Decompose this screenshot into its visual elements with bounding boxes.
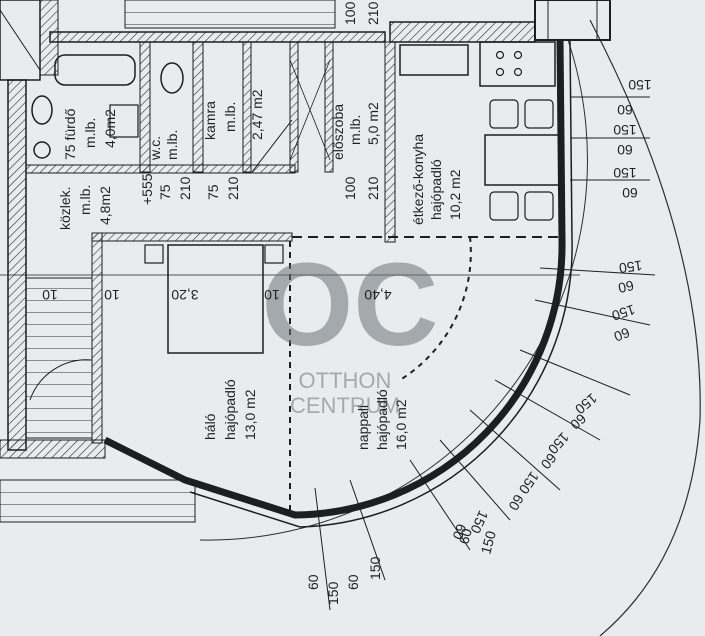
dim-gap-a: 10	[104, 287, 120, 303]
dim-right-6: 60	[622, 185, 638, 201]
dim-curve1-4: 60	[611, 324, 632, 345]
top-steps	[124, 0, 336, 29]
bed	[167, 244, 264, 354]
dim-right-1: 150	[628, 77, 652, 93]
dining-table	[484, 134, 561, 186]
toilet-wc	[160, 62, 184, 94]
dim-curve3-4: 60	[449, 522, 469, 542]
dim-kamra-w: 75	[205, 184, 221, 200]
dim-kamra-h: 210	[225, 176, 241, 200]
room-kamra-2: m.lb.	[222, 102, 238, 132]
curved-outer-wall	[103, 39, 566, 519]
chair-2	[524, 99, 554, 129]
top-right-block	[534, 0, 611, 41]
dim-halo-w: 3,20	[171, 287, 198, 303]
room-furdo-2: m.lb.	[82, 118, 98, 148]
room-nappali-2: hajópadló	[374, 389, 390, 450]
wall-elo-left	[289, 41, 299, 173]
dim-elo-w: 100	[342, 176, 358, 200]
dim-mark-555: +555	[139, 173, 155, 205]
top-wall	[49, 31, 386, 43]
dim-bottom2-1: 60	[455, 526, 475, 545]
room-furdo-3: 4,0m2	[102, 109, 118, 148]
room-kozlek-2: m.lb.	[77, 185, 93, 215]
room-wc-1: w.c.	[147, 136, 163, 161]
room-nappali-1: nappali	[355, 405, 371, 450]
dim-bottom-2: 150	[325, 581, 341, 605]
wall-elo-right	[324, 41, 334, 173]
wall-kitchen-left	[384, 41, 396, 243]
stove	[479, 41, 556, 87]
nightstand-1	[144, 244, 164, 264]
watermark: OC OTTHON CENTRUM	[262, 239, 439, 418]
dim-curve1-3: 150	[610, 302, 637, 325]
shower	[109, 104, 139, 138]
outer-arc	[589, 19, 701, 636]
dim-top-w: 100	[342, 1, 358, 25]
room-halo-3: 13,0 m2	[242, 389, 258, 440]
bathtub	[54, 54, 136, 86]
room-elo-2: m.lb.	[347, 115, 363, 145]
room-kamra-3: 2,47 m2	[249, 89, 265, 140]
kitchen-counter	[399, 44, 469, 76]
wall-wc-bottom	[149, 164, 296, 174]
wall-furdo-bottom	[25, 164, 151, 174]
left-top-room	[0, 0, 41, 81]
curved-outer-wall-line	[189, 39, 573, 528]
dim-curve3-2: 60	[505, 492, 527, 514]
dim-curve1-2: 60	[617, 277, 636, 296]
watermark-monogram: OC	[262, 239, 439, 371]
watermark-line1: OTTHON	[299, 368, 392, 393]
dim-bottom-1: 60	[305, 574, 321, 590]
dim-bottom-3: 60	[345, 574, 361, 590]
room-etkezo-1: étkező-konyha	[410, 134, 426, 225]
dim-bottom2-2: 150	[477, 529, 499, 556]
chair-4	[524, 191, 554, 221]
dim-right-2: 60	[617, 102, 633, 118]
dim-nappali-w: 4,40	[364, 287, 391, 303]
left-wall	[7, 79, 27, 451]
dim-gap-b: 10	[264, 287, 280, 303]
bottom-balcony	[0, 479, 196, 523]
door-swing-kitchen	[399, 236, 472, 381]
room-etkezo-2: hajópadló	[428, 159, 444, 220]
chair-1	[489, 99, 519, 129]
dim-right-3: 150	[613, 122, 637, 138]
window-marks	[314, 96, 656, 611]
nightstand-2	[264, 244, 284, 264]
sink-furdo	[33, 141, 51, 159]
room-wc-2: m.lb.	[164, 130, 180, 160]
room-kozlek-3: 4,8m2	[97, 186, 113, 225]
bottom-left-wall	[0, 439, 106, 459]
door-kamra	[251, 119, 293, 173]
dim-stair-gap: 10	[42, 287, 58, 303]
staircase	[25, 277, 93, 439]
dim-top-h: 210	[365, 1, 381, 25]
dim-elo-h: 210	[365, 176, 381, 200]
room-kamra-1: kamra	[202, 101, 218, 140]
wall-halo-left	[91, 232, 103, 444]
chair-3	[489, 191, 519, 221]
stair-arc	[29, 359, 93, 401]
toilet-furdo	[31, 95, 53, 125]
dim-wc-h: 210	[177, 176, 193, 200]
dim-right-4: 60	[617, 142, 633, 158]
room-halo-2: hajópadló	[222, 379, 238, 440]
room-furdo-1: 75 fürdő	[62, 108, 78, 160]
room-elo-1: előszoba	[330, 104, 346, 160]
dim-curve1-1: 150	[618, 257, 644, 276]
room-etkezo-3: 10,2 m2	[447, 169, 463, 220]
room-wc-3: 75	[157, 184, 173, 200]
room-elo-3: 5,0 m2	[365, 102, 381, 145]
watermark-line2: CENTRUM	[290, 393, 400, 418]
room-halo-1: háló	[202, 413, 218, 440]
dim-right-5: 150	[613, 165, 637, 181]
room-nappali-3: 16,0 m2	[393, 399, 409, 450]
top-wall-right	[389, 21, 536, 43]
room-kozlek-1: közlek.	[57, 186, 73, 230]
dim-bottom-4: 150	[367, 556, 383, 580]
